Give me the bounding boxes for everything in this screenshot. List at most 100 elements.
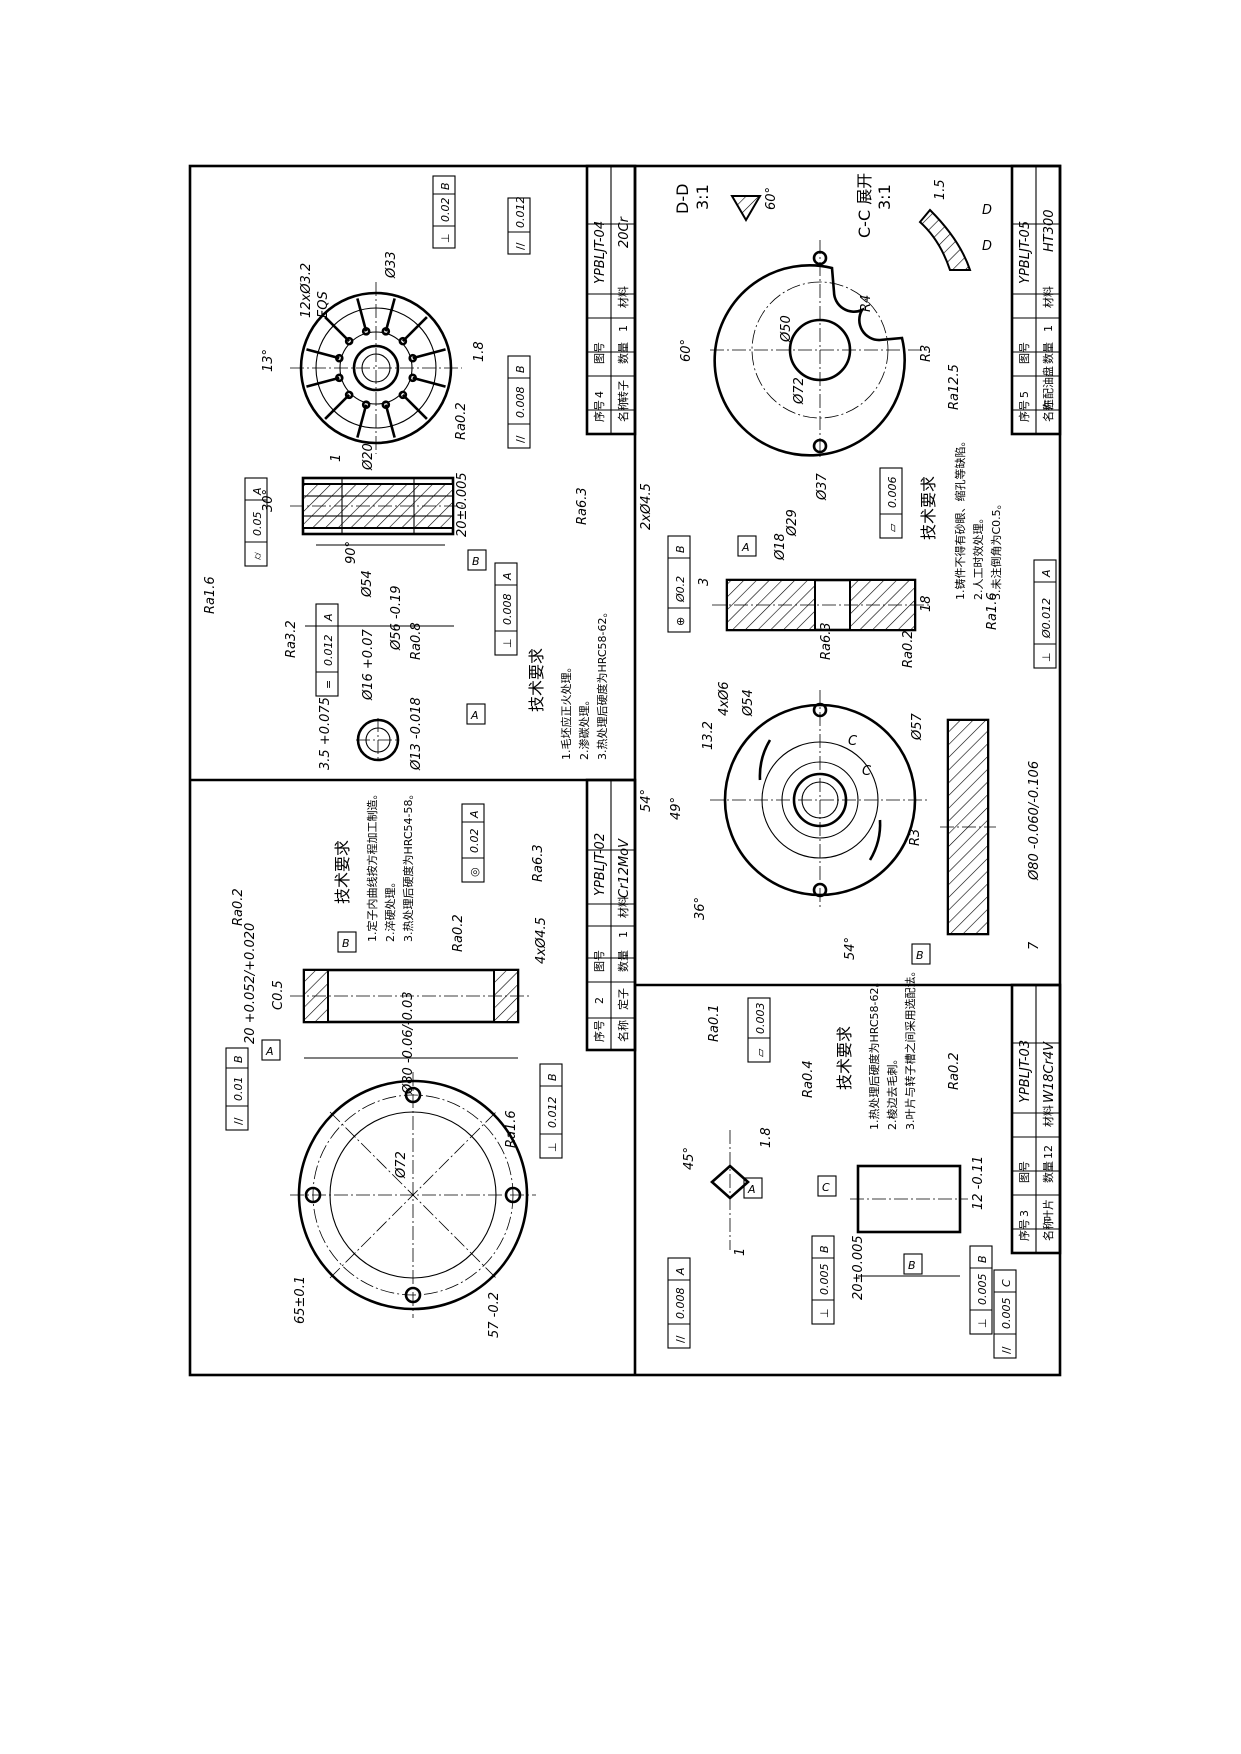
svg-text:◎: ◎ <box>468 867 481 877</box>
notes-04-line-3: 3.热处理后硬度为HRC58-62。 <box>595 606 609 760</box>
svg-text:A: A <box>501 572 514 581</box>
dim-03-2: 12 -0.11 <box>971 1156 986 1210</box>
svg-text:0.012: 0.012 <box>514 197 527 229</box>
tb03-material-label: 材料 <box>1041 1105 1055 1127</box>
svg-text:⊥: ⊥ <box>976 1318 989 1328</box>
section-cc-scale: 3:1 <box>875 184 894 210</box>
tb04-drawing-no: YPBLJT-04 <box>593 221 608 284</box>
dim-04-14: 1.8 <box>472 341 487 362</box>
tb04-qty-label: 数量 <box>617 342 630 364</box>
tb05-drawing-no: YPBLJT-05 <box>1018 221 1033 284</box>
tol-04-1: = 0.012 A <box>315 603 339 697</box>
svg-text:B: B <box>514 365 527 373</box>
svg-text:A: A <box>468 810 481 819</box>
svg-text:⊥: ⊥ <box>818 1308 831 1318</box>
notes-05-line-2: 2.人工时效处理。 <box>971 513 985 601</box>
tb02-qty: 1 <box>617 931 630 938</box>
tb05-name: 左配油盘 <box>1041 366 1055 410</box>
tb04-drawing-no-label: 图号 <box>593 342 606 364</box>
tol-03-2: ⊥ 0.005 B <box>811 1235 835 1325</box>
tb02-drawing-no: YPBLJT-02 <box>593 833 608 896</box>
spline-detail <box>356 718 400 762</box>
dim-02-4: 65±0.1 <box>293 1276 308 1324</box>
svg-text:⊥: ⊥ <box>546 1142 559 1152</box>
notes-02-title: 技术要求 <box>333 840 352 904</box>
ra-05-3: Ra12.5 <box>947 364 962 410</box>
tol-05-1: ▱ 0.006 <box>879 467 903 539</box>
svg-text:0.008: 0.008 <box>514 387 527 419</box>
tol-03-1: // 0.008 A <box>667 1257 691 1349</box>
tb05-material-label: 材料 <box>1041 286 1055 308</box>
tb04-name-label: 名称 <box>616 400 630 422</box>
rotor-slot-hole <box>344 390 354 400</box>
datum-03-b: B <box>908 1259 916 1272</box>
tb03-serial-label: 序号 <box>1017 1219 1031 1241</box>
tb02-qty-label: 数量 <box>617 950 630 972</box>
ra-04-3: Ra0.2 <box>454 402 469 440</box>
svg-text:⊥: ⊥ <box>501 638 514 648</box>
rotor-slot <box>384 404 396 438</box>
dim-04-10: 12xØ3.2 <box>299 263 314 318</box>
svg-text:0.005: 0.005 <box>1000 1298 1013 1330</box>
datums-02: A B <box>261 931 357 1061</box>
svg-text:⊥: ⊥ <box>1040 652 1053 662</box>
svg-text:A: A <box>1040 569 1053 578</box>
tb03-qty-label: 数量 <box>1042 1161 1055 1183</box>
tb03-name-label: 名称 <box>1041 1219 1055 1241</box>
section-marker-d1: D <box>982 203 992 218</box>
tb04-serial-label: 序号 <box>592 400 606 422</box>
dim-02-6: 4xØ4.5 <box>534 917 549 964</box>
svg-text:0.02: 0.02 <box>439 198 452 223</box>
dim-04-0: Ø54 <box>360 570 375 598</box>
tb04-serial-value: 4 <box>593 391 606 398</box>
svg-text:▱: ▱ <box>886 523 899 532</box>
datum-02-a: A <box>265 1045 274 1058</box>
tb03-qty: 12 <box>1042 1145 1055 1159</box>
datum-03-a: A <box>747 1183 756 1196</box>
dim-05-17: Ø50 <box>779 315 794 343</box>
svg-text:0.003: 0.003 <box>754 1003 767 1035</box>
tb02-material: Cr12MoV <box>617 838 632 898</box>
dim-05-8: 13.2 <box>701 721 716 750</box>
tb05-serial-value: 5 <box>1018 391 1031 398</box>
rotor-slot-hole <box>361 326 371 336</box>
svg-text:▱: ▱ <box>754 1048 767 1057</box>
rotor-slot <box>356 298 368 332</box>
dim-04-2: 20±0.005 <box>455 472 470 537</box>
tol-02-2: ◎ 0.02 A <box>461 803 485 883</box>
rotor-slot-hole <box>381 400 391 410</box>
title-block-03: 序号 名称 3 叶片 图号 数量 12 材料 YPBLJT-03 W18Cr4V <box>1010 983 1062 1255</box>
rotor-slot-hole <box>398 336 408 346</box>
roughness-05: Ra6.3 Ra0.2 Ra1.6 Ra12.5 <box>819 364 1000 668</box>
svg-text://: // <box>514 435 527 443</box>
dims-05: 2xØ4.5 Ø37 Ø29 Ø18 3 18 4xØ6 Ø54 13.2 49… <box>639 179 1042 960</box>
dim-04-3: Ø20 <box>361 443 376 471</box>
dim-04-9: Ø13 -0.018 <box>409 697 424 771</box>
rotor-front-view <box>290 282 462 454</box>
svg-text://: // <box>514 242 527 250</box>
tolerances-03: ▱ 0.003 // 0.008 A ⊥ 0.005 B ⊥ 0.005 B <box>667 997 1017 1359</box>
rotor-slot <box>306 376 340 388</box>
svg-text:0.008: 0.008 <box>674 1288 687 1320</box>
tol-05-2: ⊥ Ø0.012 A <box>1033 559 1057 669</box>
tolerances-05: ⊕ Ø0.2 B ▱ 0.006 ⊥ Ø0.012 A <box>667 467 1057 669</box>
notes-03-line-2: 2.棱边去毛刺。 <box>886 1054 899 1131</box>
notes-05: 技术要求 1.铸件不得有砂眼、缩孔等缺陷。 2.人工时效处理。 3.未注倒角为C… <box>919 436 1003 601</box>
dim-03-0: 45° <box>682 1147 697 1170</box>
tb04-name: 转子 <box>616 380 630 402</box>
ra-02-1: Ra0.2 <box>451 914 466 952</box>
tb03-name: 叶片 <box>1042 1199 1055 1221</box>
dim-02-3: Ø72 <box>394 1151 409 1179</box>
tol-04-5: // 0.008 B <box>507 355 531 449</box>
tol-03-0: ▱ 0.003 <box>747 997 771 1063</box>
tb02-serial-value: 2 <box>593 997 606 1004</box>
dims-02: Ø80 -0.06/-0.03 20 +0.052/+0.020 C0.5 Ø7… <box>243 917 549 1338</box>
stator-side-view <box>290 968 532 1024</box>
svg-text:0.005: 0.005 <box>818 1264 831 1296</box>
svg-text:⊥: ⊥ <box>439 233 452 243</box>
rotor-slot <box>306 348 340 360</box>
notes-02-line-3: 3.热处理后硬度为HRC54-58。 <box>401 788 415 942</box>
roughness-02: Ra0.2 Ra0.2 Ra1.6 Ra6.3 <box>231 844 546 1148</box>
port-plate-section <box>712 578 930 632</box>
dim-05-16: 7 <box>1027 941 1042 950</box>
